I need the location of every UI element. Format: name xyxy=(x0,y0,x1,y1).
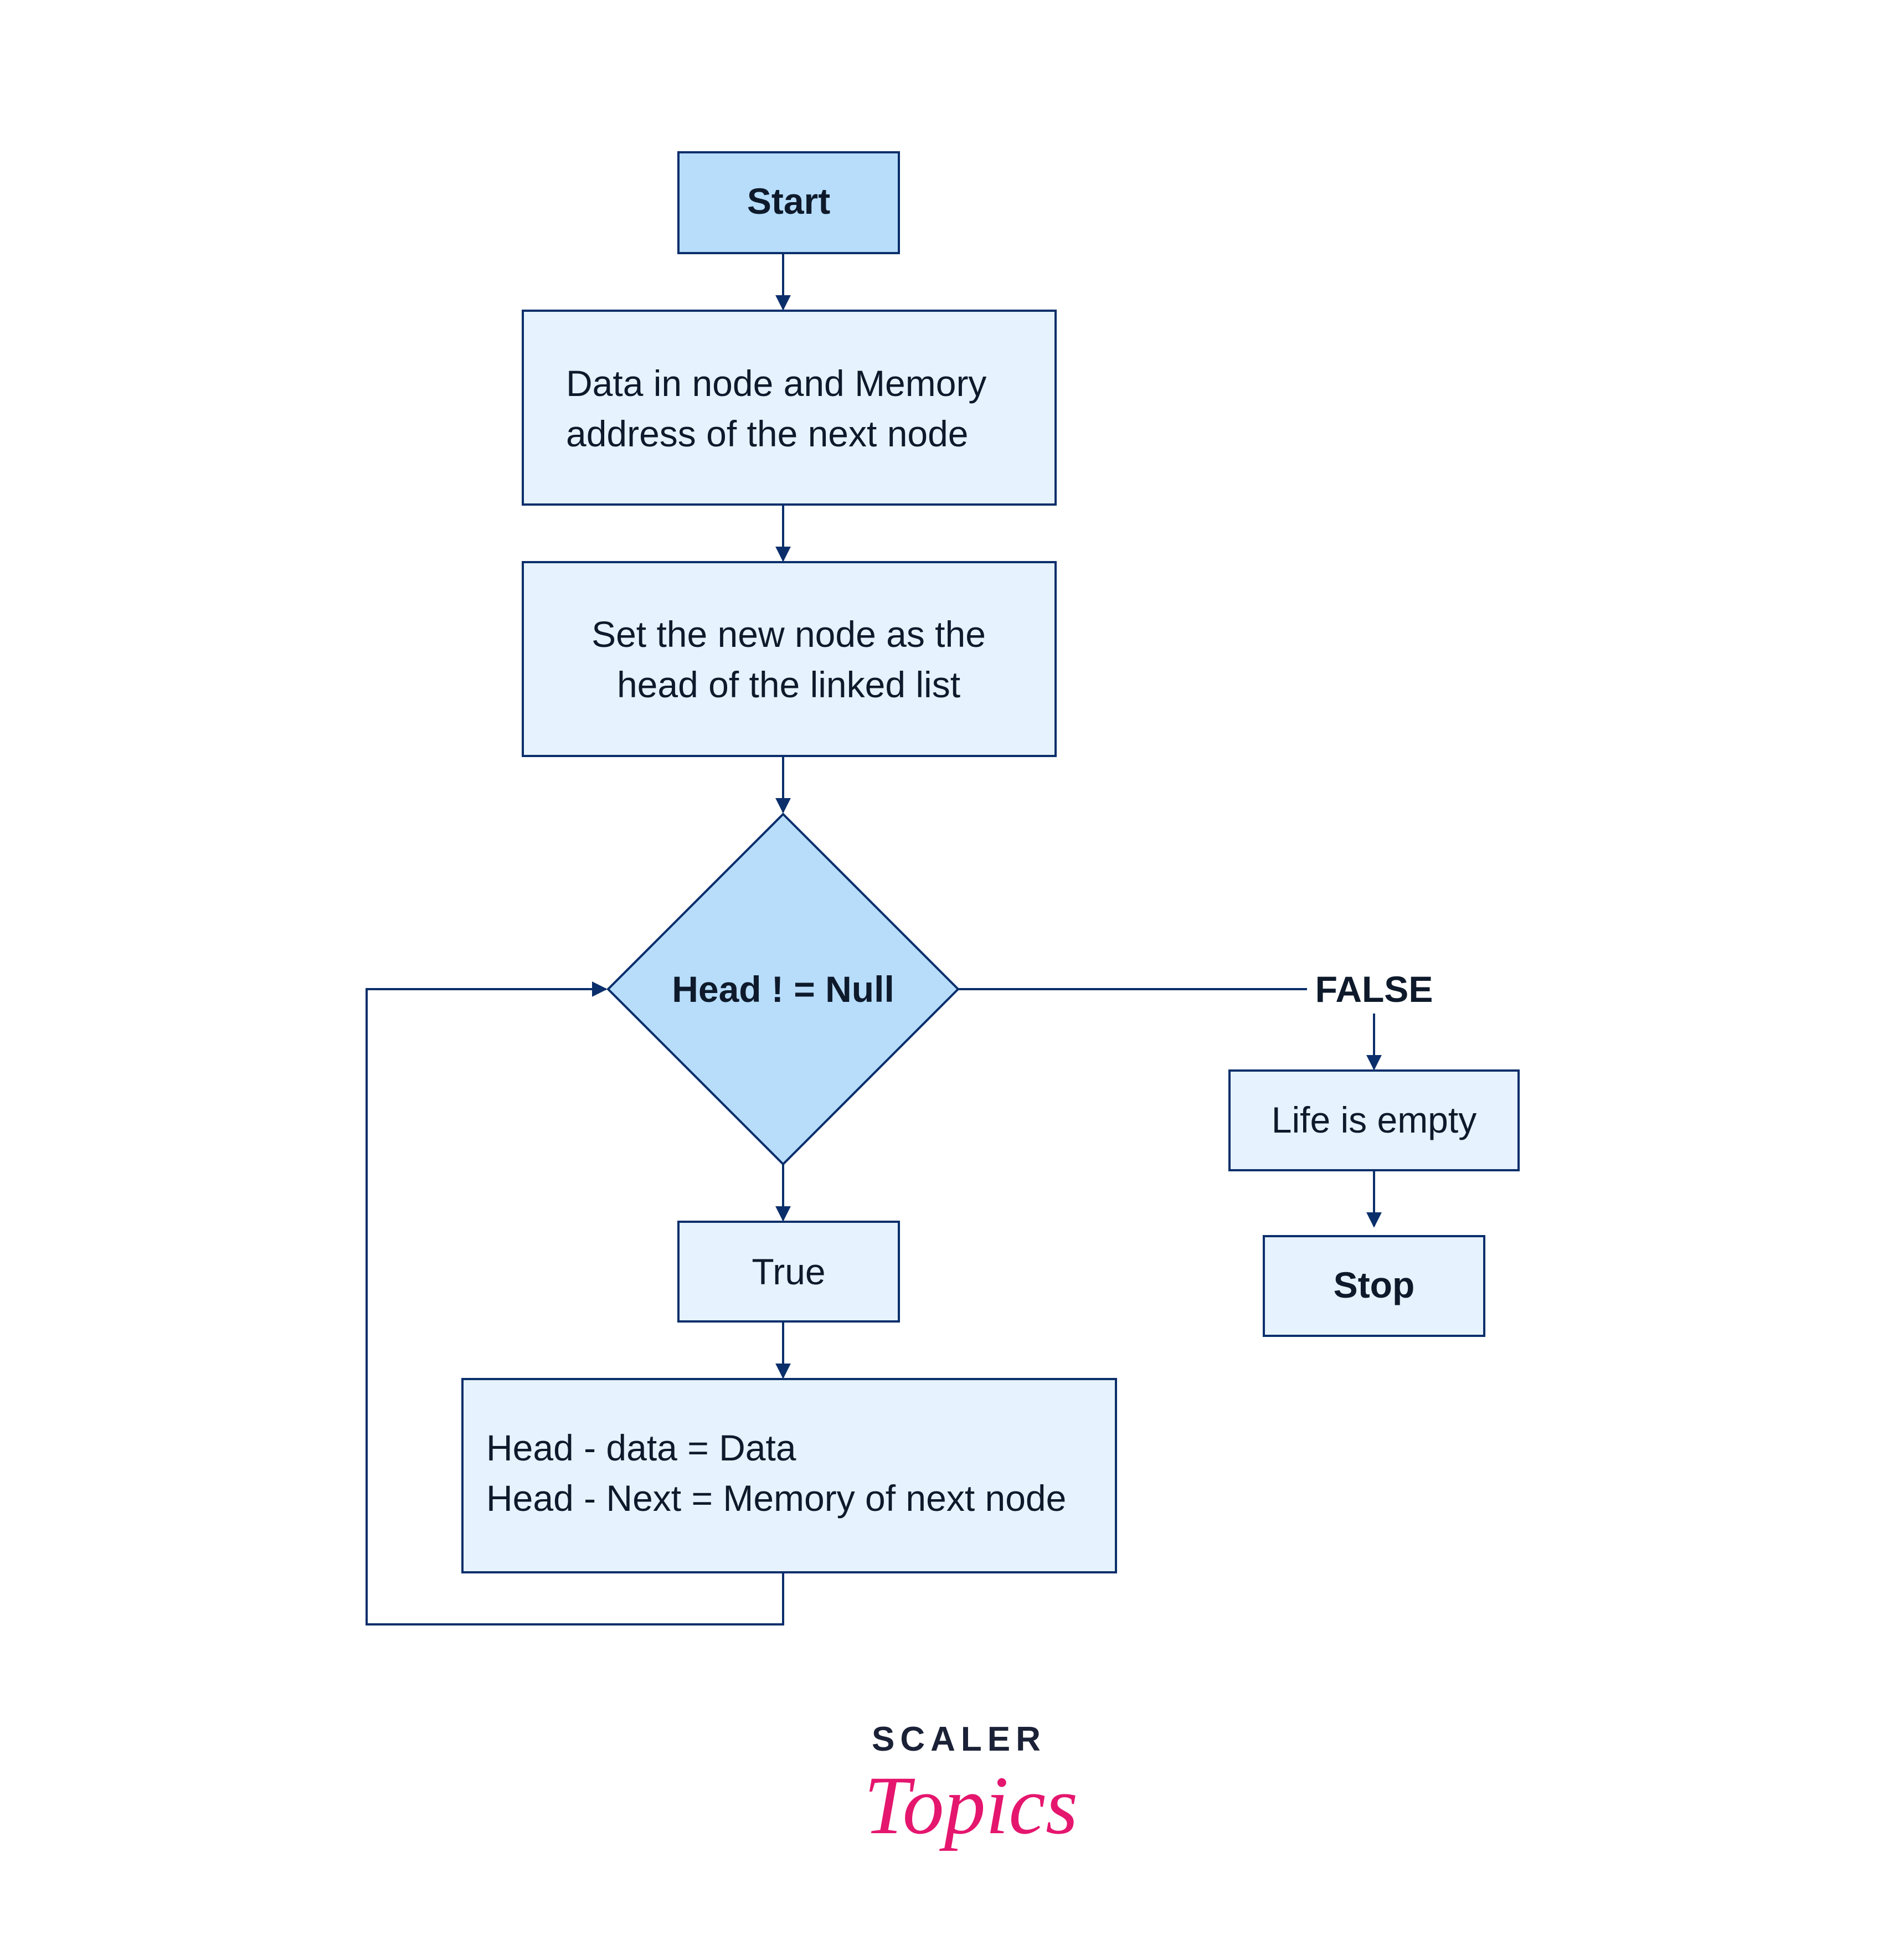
data-label-line1: Data in node and Memory xyxy=(566,363,986,404)
true-box xyxy=(677,1221,900,1323)
data-label-line2: address of the next node xyxy=(566,413,969,454)
set-head-label-line2: head of the linked list xyxy=(617,664,960,705)
assign-label-line1: Head - data = Data xyxy=(486,1427,796,1468)
loop-back-connector xyxy=(366,981,784,1625)
data-box xyxy=(522,310,1057,506)
start-label: Start xyxy=(747,181,830,222)
start-box xyxy=(677,151,900,254)
stop-box xyxy=(1263,1235,1485,1337)
scaler-topics-logo: SCALER Topics xyxy=(853,1720,1078,1864)
decision-label: Head ! = Null xyxy=(672,969,894,1010)
empty-label: Life is empty xyxy=(1272,1099,1476,1140)
logo-scaler-text: SCALER xyxy=(872,1720,1046,1758)
stop-label: Stop xyxy=(1334,1264,1415,1305)
set-head-label-line1: Set the new node as the xyxy=(591,614,986,655)
logo-topics-text: Topics xyxy=(864,1760,1078,1851)
assign-label-line2: Head - Next = Memory of next node xyxy=(486,1478,1066,1519)
assign-box xyxy=(461,1378,1117,1573)
empty-box xyxy=(1228,1069,1520,1171)
set-head-box xyxy=(522,561,1057,757)
true-label: True xyxy=(752,1251,825,1292)
false-label: FALSE xyxy=(1315,969,1433,1010)
